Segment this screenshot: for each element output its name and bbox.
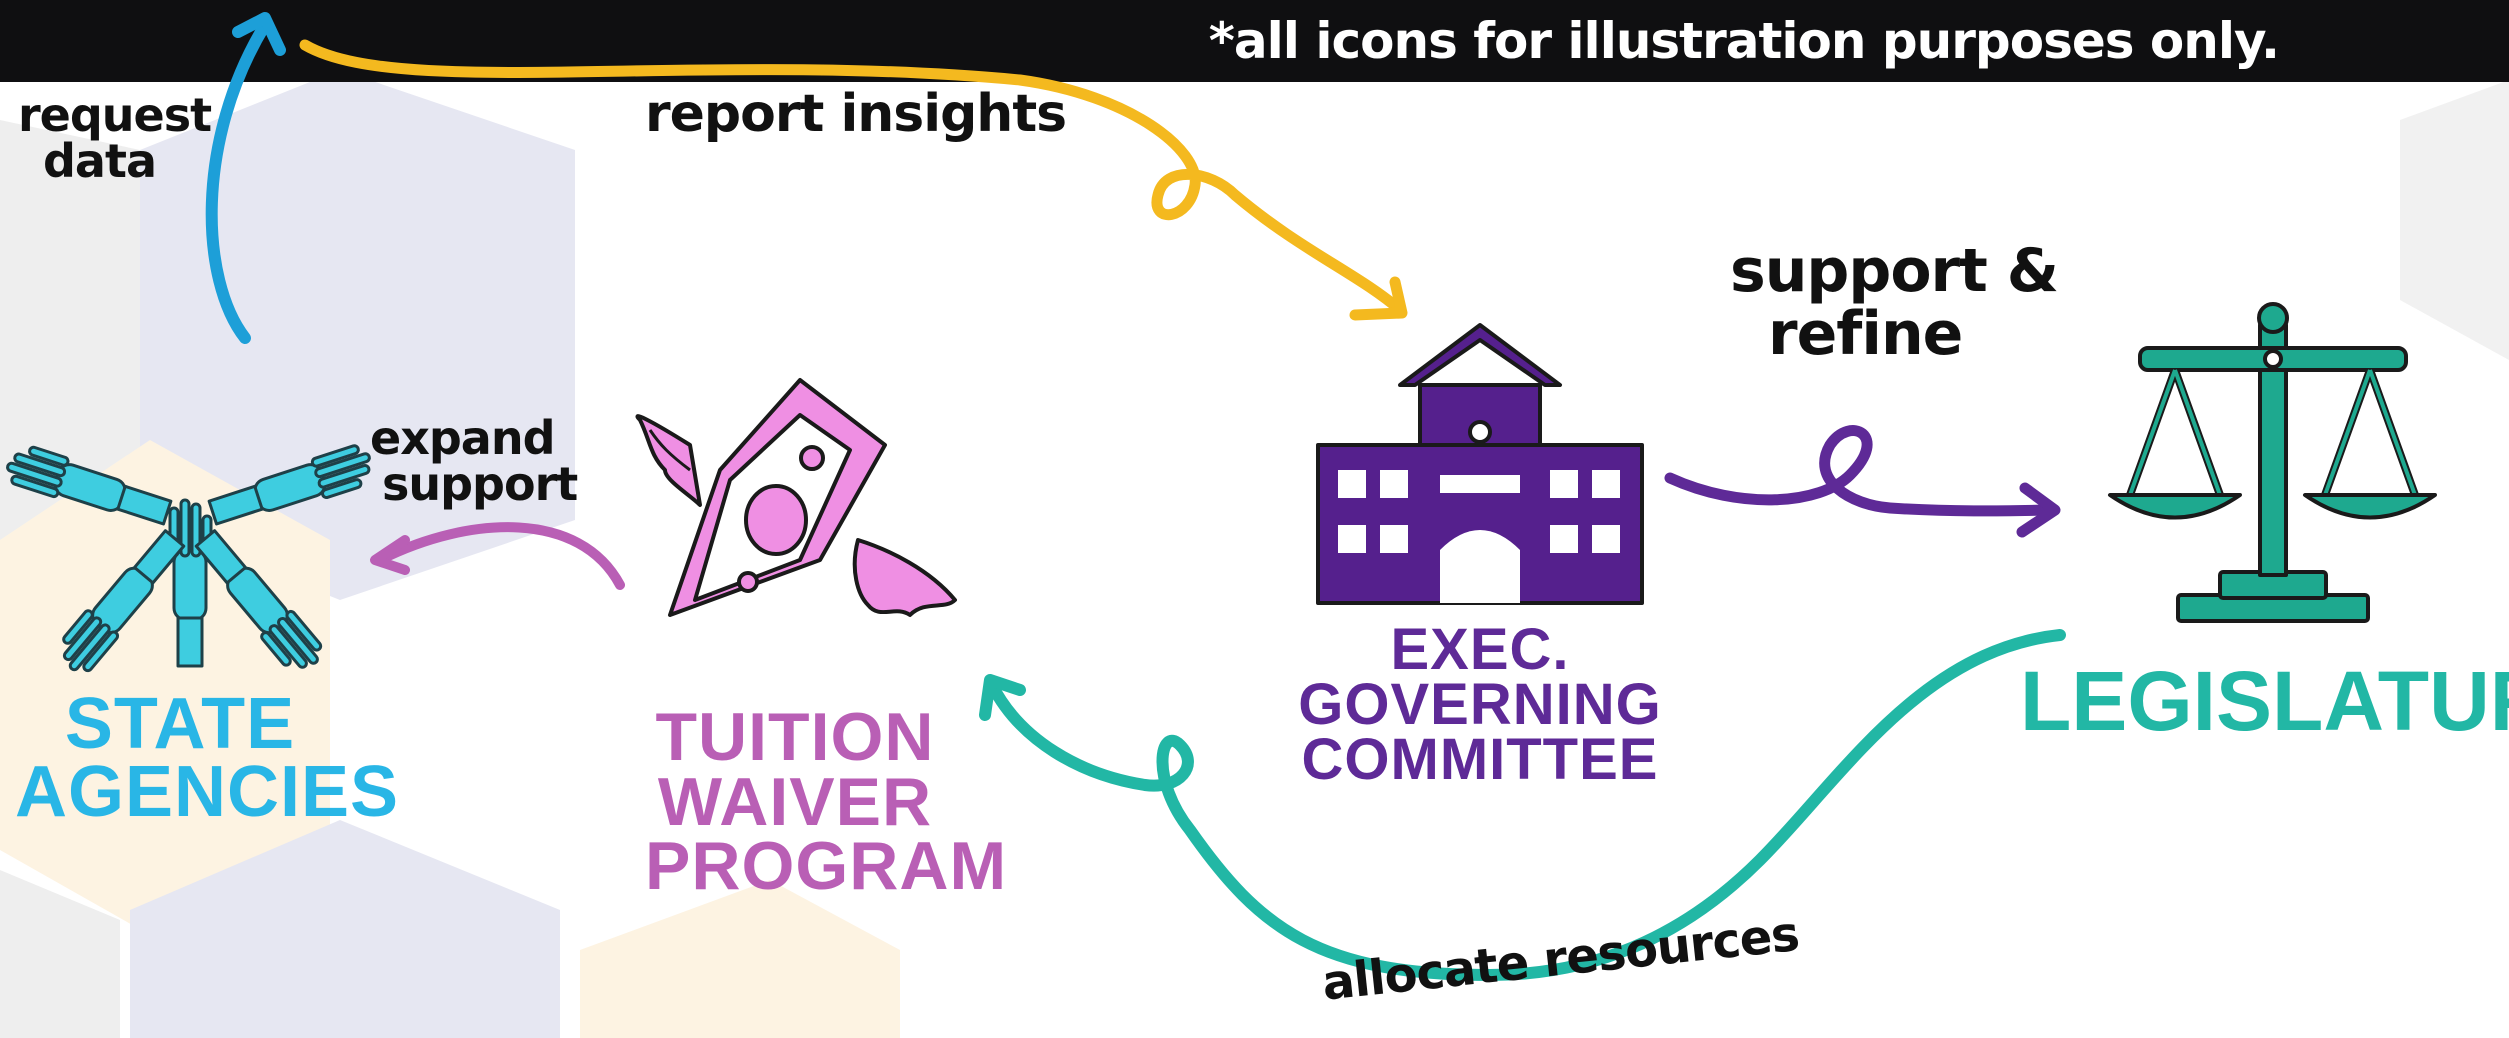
- node-label-line: WAIVER: [657, 763, 933, 840]
- scales-of-justice-icon: [2108, 302, 2437, 623]
- hexagon-bg: [2400, 80, 2509, 360]
- edge-label-support-refine: support & refine: [1730, 236, 2059, 369]
- edge-label-line: refine: [1768, 299, 1963, 369]
- node-label-state-agencies: STATE AGENCIES: [15, 684, 400, 833]
- hexagon-bg: [130, 820, 560, 1038]
- flying-money-icon: [635, 378, 957, 617]
- edge-label-line: support: [382, 457, 578, 511]
- node-label-line: STATE: [64, 684, 296, 764]
- disclaimer-text: *all icons for illustration purposes onl…: [1208, 12, 2280, 70]
- node-label-line: EXEC. GOVERNING: [1298, 617, 1662, 738]
- edge-label-expand-support: expand support: [370, 411, 578, 511]
- node-label-legislature: LEGISLATURE: [2020, 654, 2509, 748]
- arrow-support-refine: [1664, 425, 2061, 538]
- node-label-line: TUITION: [655, 699, 935, 775]
- edge-label-report-insights: report insights: [645, 84, 1067, 144]
- arrow-allocate-resources: [979, 629, 2066, 981]
- hexagon-bg: [0, 870, 120, 1038]
- government-building-icon: [1316, 323, 1644, 605]
- node-label-exec-governing-committee: EXEC. GOVERNING COMMITTEE: [1220, 617, 1740, 793]
- node-label-line: PROGRAM: [645, 828, 1008, 905]
- node-label-line: COMMITTEE: [1301, 727, 1659, 793]
- node-label-tuition-waiver-program: TUITION WAIVER PROGRAM: [645, 699, 1008, 905]
- node-label-line: LEGISLATURE: [2020, 654, 2509, 748]
- node-label-line: AGENCIES: [15, 752, 400, 833]
- hexagon-bg: [140, 70, 575, 600]
- edge-label-line: data: [43, 134, 157, 188]
- arrow-report-insights: [299, 39, 1408, 321]
- arrow-request-data: [205, 12, 286, 344]
- arrow-expand-support: [370, 522, 625, 590]
- hexagon-bg: [0, 440, 330, 935]
- edge-label-line: request: [18, 88, 212, 142]
- edge-label-line: expand: [370, 411, 556, 465]
- hands-circle-icon: [6, 444, 371, 673]
- edge-label-line: report insights: [645, 84, 1067, 144]
- edge-label-request-data: request data: [18, 88, 212, 188]
- edge-label-line: support &: [1730, 236, 2059, 306]
- hexagon-bg: [580, 880, 900, 1038]
